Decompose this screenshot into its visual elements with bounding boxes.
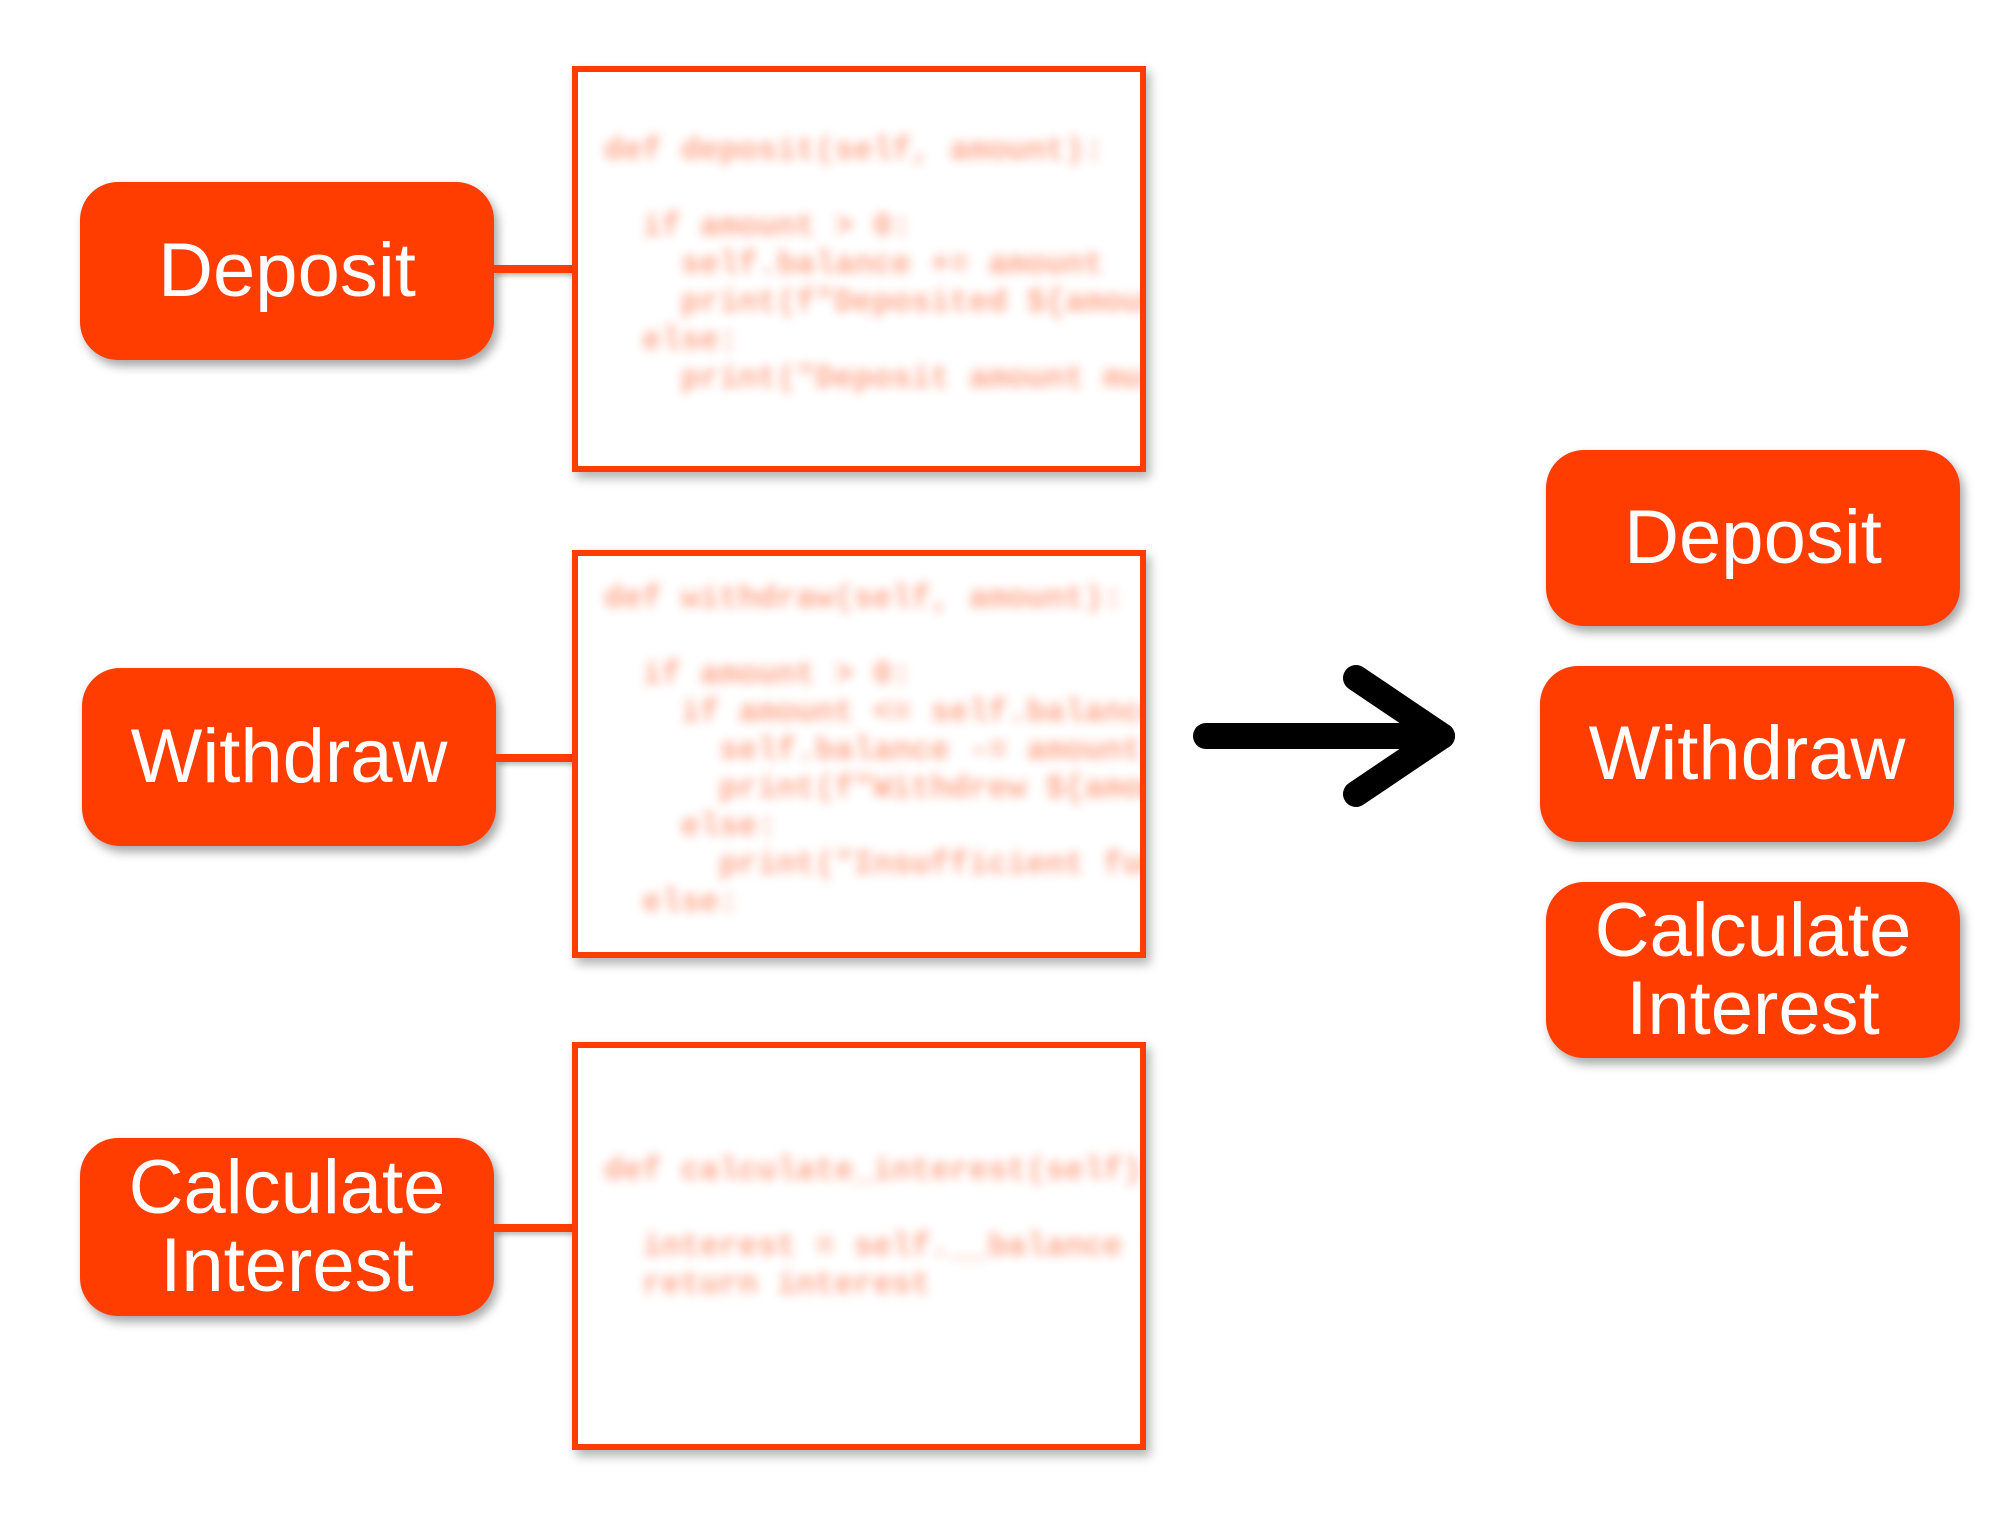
code-snippet-deposit: def deposit(self, amount): if amount > 0… (604, 132, 1142, 397)
result-item-withdraw: Withdraw (1540, 666, 1954, 842)
connector-withdraw (496, 754, 574, 762)
method-label-calculate-interest: Calculate Interest (80, 1138, 494, 1316)
code-snippet-withdraw: def withdraw(self, amount): if amount > … (604, 580, 1142, 921)
result-item-calculate-interest: Calculate Interest (1546, 882, 1960, 1058)
code-snippet-calculate-interest: def calculate_interest(self): interest =… (604, 1152, 1146, 1303)
method-label-deposit: Deposit (80, 182, 494, 360)
method-label-withdraw: Withdraw (82, 668, 496, 846)
right-arrow-icon (1193, 665, 1455, 807)
code-box-calculate-interest: def calculate_interest(self): interest =… (572, 1042, 1146, 1450)
code-box-deposit: def deposit(self, amount): if amount > 0… (572, 66, 1146, 472)
result-item-deposit: Deposit (1546, 450, 1960, 626)
connector-deposit (494, 265, 574, 273)
connector-calculate-interest (494, 1224, 574, 1232)
code-box-withdraw: def withdraw(self, amount): if amount > … (572, 550, 1146, 958)
